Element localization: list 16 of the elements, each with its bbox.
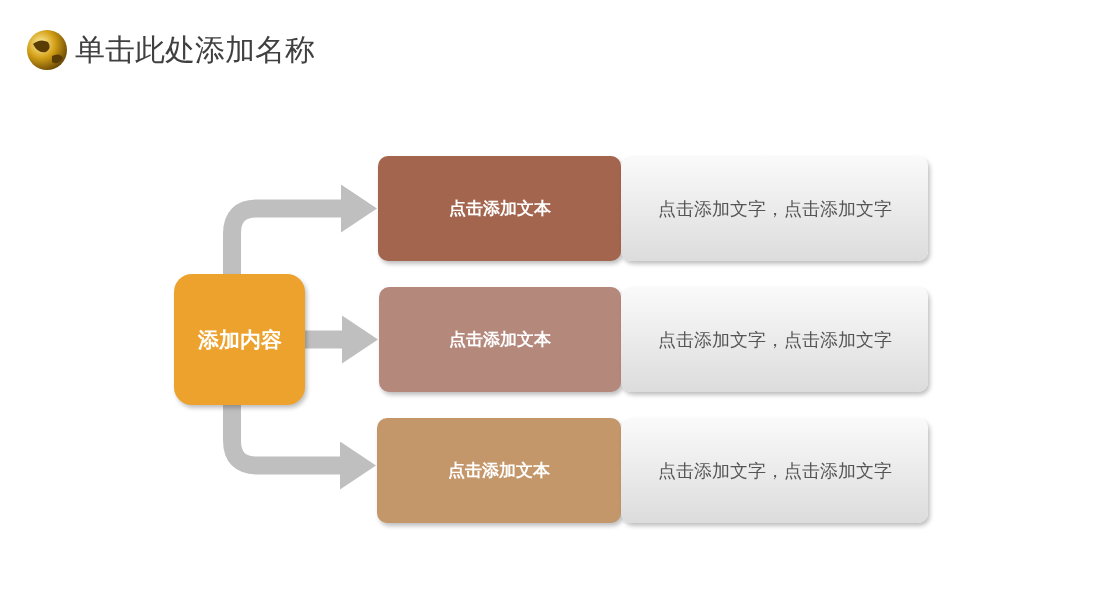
title: 单击此处添加名称 bbox=[75, 31, 315, 69]
title-box bbox=[378, 156, 621, 261]
text-box bbox=[621, 287, 928, 392]
node-text: 添加内容 bbox=[197, 326, 282, 354]
arrow bbox=[305, 315, 378, 364]
node-text: 点击添加文本 bbox=[448, 459, 550, 482]
text-box bbox=[621, 418, 928, 523]
node-text: 点击添加文本 bbox=[449, 328, 551, 351]
node-text: 点击添加文本 bbox=[448, 197, 551, 220]
text-box bbox=[621, 156, 928, 261]
rounded-box bbox=[174, 274, 305, 405]
title-box bbox=[377, 418, 621, 523]
node-text: 点击添加文字，点击添加文字 bbox=[657, 458, 892, 483]
node-text: 点击添加文字，点击添加文字 bbox=[657, 196, 892, 221]
title-box bbox=[379, 287, 621, 392]
node-text: 点击添加文字，点击添加文字 bbox=[657, 327, 892, 352]
